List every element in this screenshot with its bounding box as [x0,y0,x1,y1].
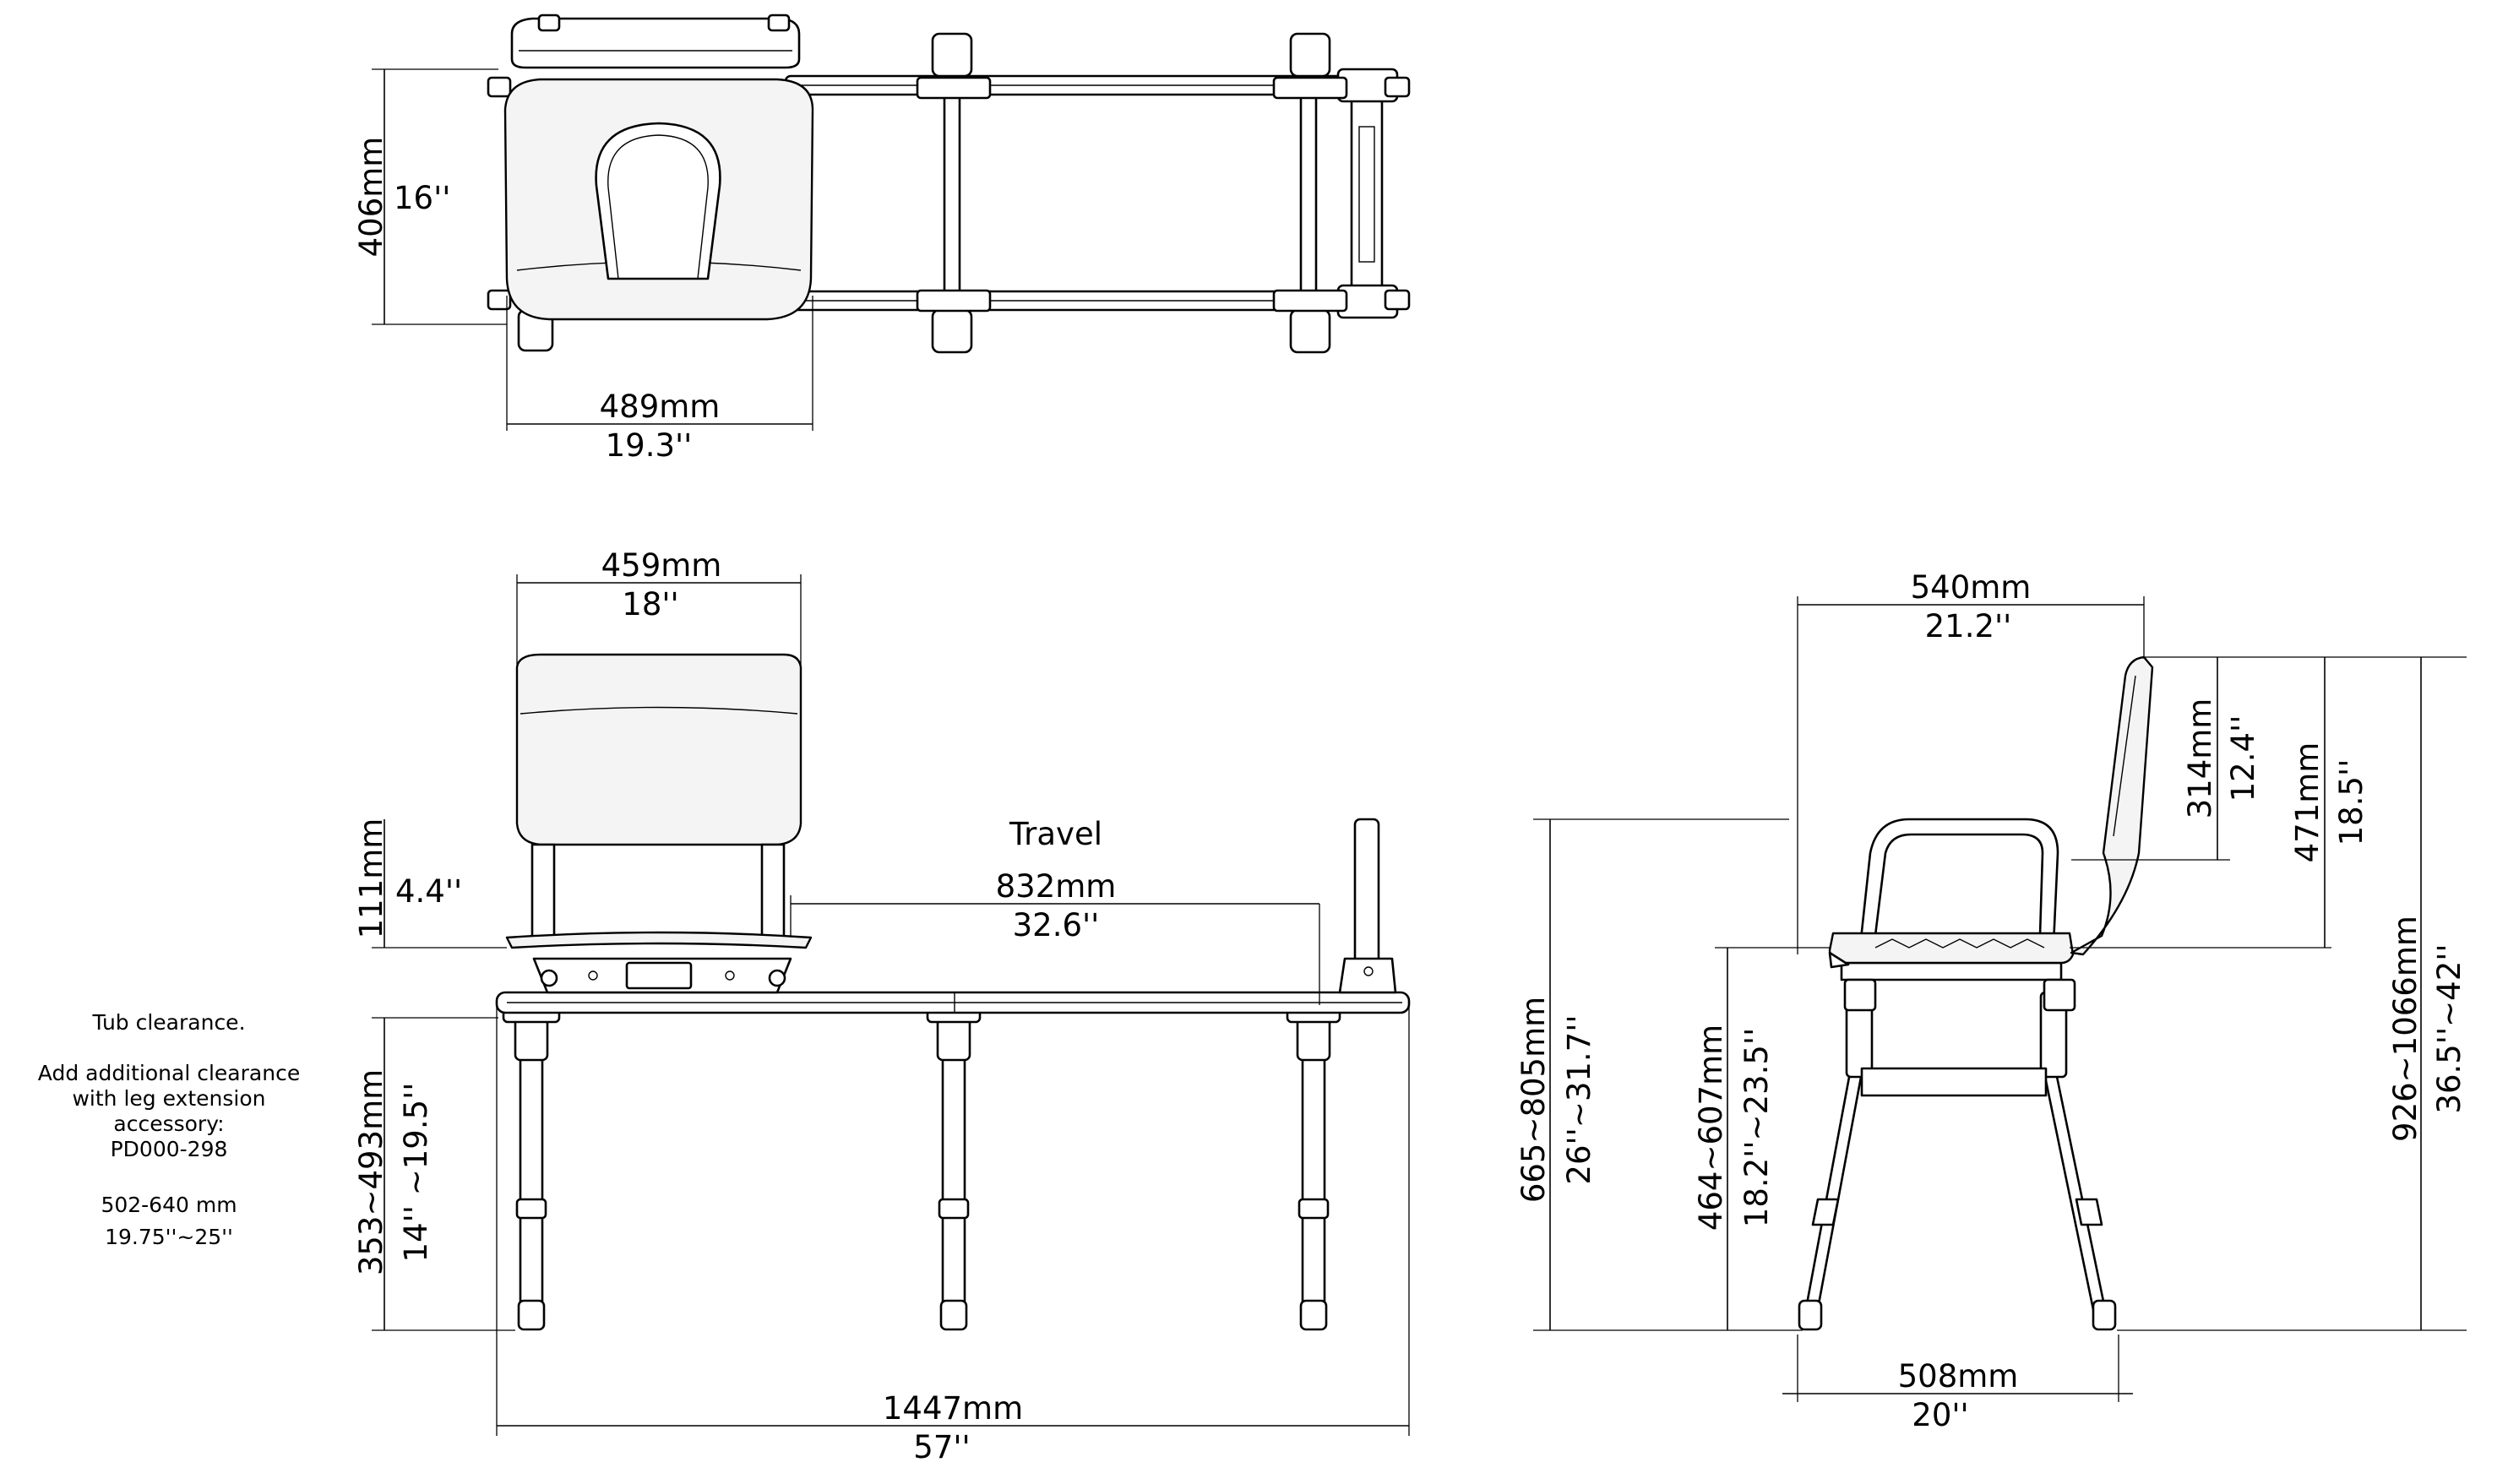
side-rail [1840,961,2063,981]
side-back-height-in: 12.4'' [2225,715,2261,802]
side-backrest [2070,655,2154,956]
front-end-post [1353,818,1380,965]
tub-clearance-title: Tub clearance. [92,1010,246,1035]
side-width-in: 21.2'' [1925,608,2012,644]
front-tub-clearance-in: 14'' ~19.5'' [398,1083,434,1263]
front-view: 459mm 18'' Travel 832mm 32.6'' 111mm 4.4… [353,547,1411,1465]
note-range-in: 19.75''~25'' [105,1225,233,1249]
note-line-3: accessory: [113,1112,225,1136]
side-leg-right [2043,1071,2108,1319]
top-seat-cutout [595,122,721,280]
front-seat-rise-mm: 111mm [353,818,389,939]
side-armrest-height-in: 26''~31.7'' [1561,1014,1597,1184]
side-cross-brace [1860,1067,2048,1097]
front-seat-rise-in: 4.4'' [395,873,462,910]
top-depth-mm: 406mm [353,137,389,258]
front-overall-length-mm: 1447mm [883,1390,1023,1427]
side-leg-left [1803,1071,1863,1319]
front-travel-mm: 832mm [996,868,1117,905]
note-range-mm: 502-640 mm [101,1193,237,1217]
top-crossbar-1 [943,90,961,296]
side-seat-height-mm: 464~607mm [1693,1025,1729,1231]
note-part-number: PD000-298 [110,1137,228,1161]
front-back-width-in: 18'' [622,586,678,622]
top-leg-clamps [487,32,1411,354]
side-seat-height-in: 18.2''~23.5'' [1738,1028,1775,1227]
top-end-post [1350,76,1384,309]
side-width-mm: 540mm [1911,569,2032,606]
side-back-height-mm: 314mm [2182,699,2218,819]
side-view: 540mm 21.2'' 314mm 12.4'' 471mm 18.5'' 9… [1515,569,2467,1433]
front-overall-length-in: 57'' [913,1429,970,1465]
top-backrest [510,17,801,69]
note-line-1: Add additional clearance [37,1061,301,1085]
side-back-total-mm: 471mm [2289,742,2326,863]
front-tub-clearance-mm: 353~493mm [353,1069,389,1275]
front-travel-in: 32.6'' [1013,907,1100,943]
top-crossbar-2 [1299,90,1318,296]
front-travel-label: Travel [1009,816,1102,852]
top-width-in: 19.3'' [606,427,693,464]
front-backrest [515,653,802,846]
side-base-width-mm: 508mm [1898,1358,2019,1394]
side-base-width-in: 20'' [1912,1397,1968,1433]
top-view: 406mm 16'' 489mm 19.3'' [353,14,1411,464]
side-overall-height-in: 36.5''~42'' [2431,943,2467,1113]
front-back-post-right [760,843,786,939]
side-back-total-in: 18.5'' [2333,759,2369,846]
front-legs [502,1002,1341,1331]
front-seat [505,931,813,949]
note-line-2: with leg extension [72,1086,266,1111]
top-width-mm: 489mm [600,389,721,425]
side-seat [1828,932,2075,965]
tub-clearance-note: Tub clearance. Add additional clearance … [34,1010,304,1250]
front-back-post-left [530,843,556,939]
top-depth-in: 16'' [394,180,450,216]
side-overall-height-mm: 926~1066mm [2387,916,2424,1142]
front-back-width-mm: 459mm [601,547,722,584]
side-armrest-height-mm: 665~805mm [1515,997,1552,1203]
